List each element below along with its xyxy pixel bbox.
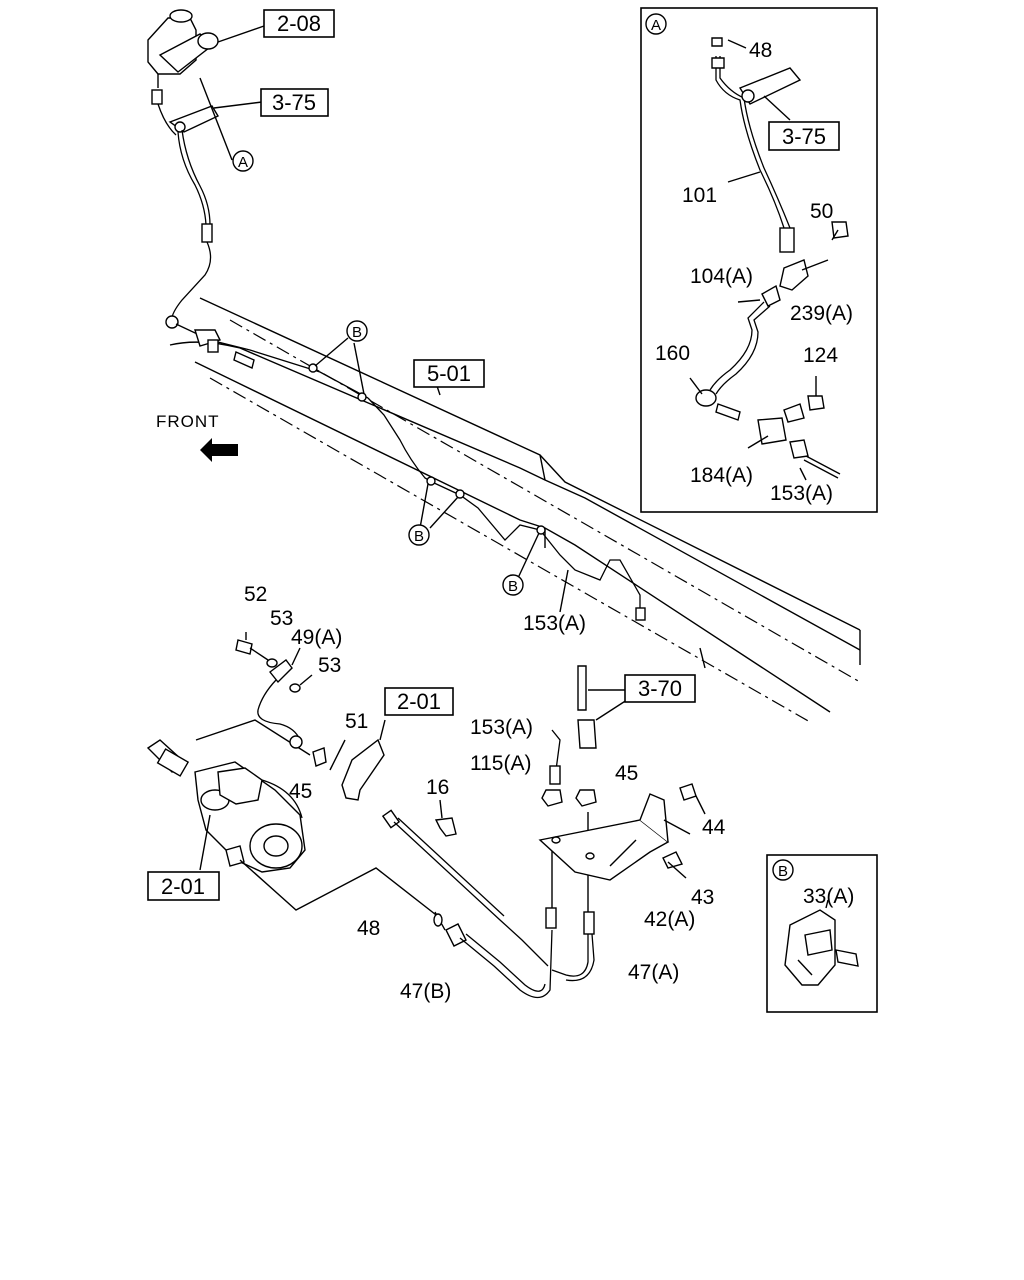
inset-label-160: 160 <box>655 342 690 365</box>
reference-boxes: 2-08 3-75 5-01 2-01 3-70 2-01 3-75 <box>147 9 840 901</box>
ref-text-3-75-main: 3-75 <box>272 90 316 115</box>
label-16: 16 <box>426 776 449 799</box>
front-arrow <box>200 438 238 462</box>
ref-text-3-75-inset: 3-75 <box>782 124 826 149</box>
inset-a <box>640 7 878 513</box>
circled-letters: A B B B A B <box>232 13 794 881</box>
label-44: 44 <box>702 816 726 839</box>
label-47a: 47(A) <box>628 961 679 984</box>
label-43: 43 <box>691 886 714 909</box>
label-153a-main: 153(A) <box>523 612 586 635</box>
circle-b-3 <box>502 574 524 596</box>
inset-label-48: 48 <box>749 39 772 62</box>
label-47b: 47(B) <box>400 980 451 1003</box>
circle-a-main-text: A <box>238 154 248 171</box>
front-label: FRONT <box>156 412 220 431</box>
inset-label-104a: 104(A) <box>690 265 753 288</box>
circle-b-2 <box>408 524 430 546</box>
inset-label-239a: 239(A) <box>790 302 853 325</box>
ref-text-5-01: 5-01 <box>427 361 471 386</box>
frame-rails <box>169 297 861 723</box>
label-52: 52 <box>244 583 267 606</box>
ref-text-2-08: 2-08 <box>277 11 321 36</box>
ref-box-5-01[interactable] <box>413 359 485 388</box>
circle-b-1-text: B <box>352 324 362 341</box>
label-42a: 42(A) <box>644 908 695 931</box>
label-45-b: 45 <box>615 762 638 785</box>
circle-a-main <box>232 150 254 172</box>
rear-hose-lines <box>433 665 706 999</box>
ref-box-2-01-upper[interactable] <box>384 687 454 716</box>
ref-text-2-01-upper: 2-01 <box>397 689 441 714</box>
ref-text-3-70: 3-70 <box>638 676 682 701</box>
lower-assembly <box>146 632 549 967</box>
upper-brake-line <box>151 77 646 621</box>
label-53-a: 53 <box>270 607 293 630</box>
label-49a: 49(A) <box>291 626 342 649</box>
label-48-main: 48 <box>357 917 380 940</box>
circle-b-inset-text: B <box>778 863 788 880</box>
inset-label-184a: 184(A) <box>690 464 753 487</box>
label-115a: 115(A) <box>470 752 531 775</box>
circle-b-inset <box>772 859 794 881</box>
circle-a-inset <box>645 13 667 35</box>
circle-a-inset-text: A <box>651 17 661 34</box>
label-45-a: 45 <box>289 780 312 803</box>
label-51: 51 <box>345 710 368 733</box>
inset-label-153a: 153(A) <box>770 482 833 505</box>
ref-box-3-75-inset[interactable] <box>768 121 840 151</box>
circle-b-1 <box>346 320 368 342</box>
inset-label-124: 124 <box>803 344 838 367</box>
circle-b-3-text: B <box>508 578 518 595</box>
label-153a-lower: 153(A) <box>470 716 533 739</box>
circle-b-2-text: B <box>414 528 424 545</box>
ref-box-3-70[interactable] <box>624 674 696 703</box>
inset-label-101: 101 <box>682 184 717 207</box>
ref-box-3-75-main[interactable] <box>260 88 329 117</box>
ref-text-2-01-lower: 2-01 <box>161 874 205 899</box>
part-labels: 153(A) 52 53 49(A) 53 51 45 16 153(A) 11… <box>244 39 854 1003</box>
master-cylinder <box>147 9 265 88</box>
inset-label-33a: 33(A) <box>803 885 854 908</box>
label-53-b: 53 <box>318 654 341 677</box>
inset-b <box>766 854 878 1013</box>
ref-box-2-01-lower[interactable] <box>147 871 220 901</box>
ref-box-2-08[interactable] <box>263 9 335 38</box>
inset-label-50: 50 <box>810 200 833 223</box>
